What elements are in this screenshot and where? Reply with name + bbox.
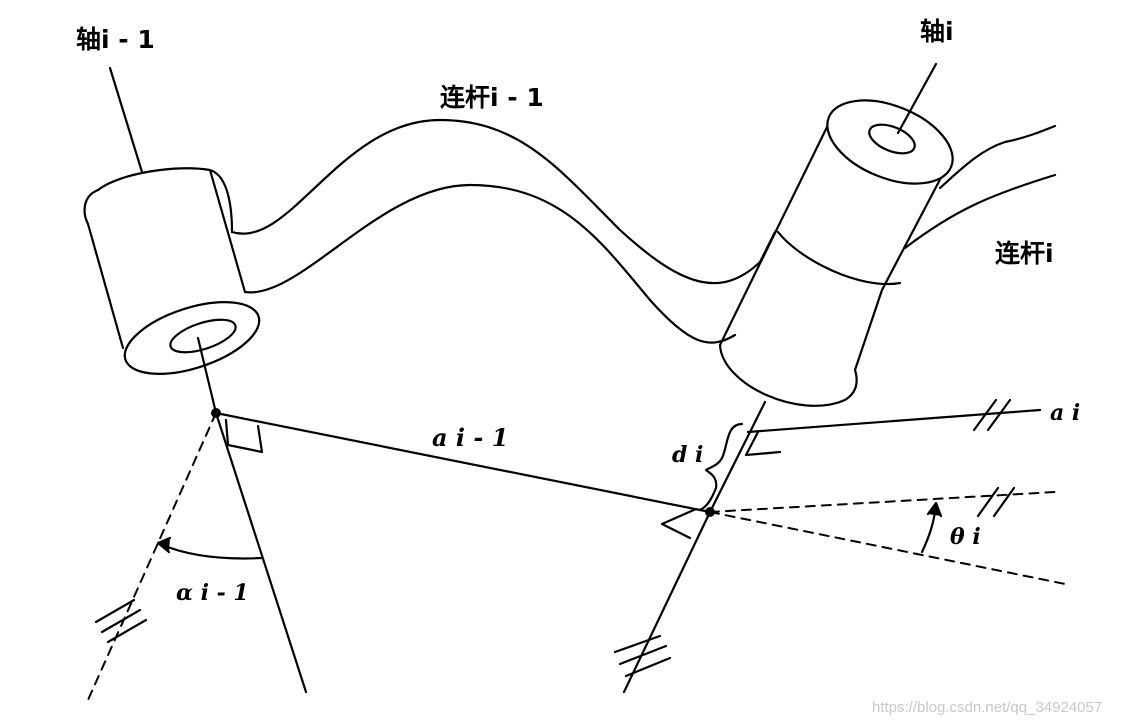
axis-prev-mid [196, 336, 218, 415]
joint-curr-bore [868, 123, 916, 155]
dashed-parallel-axis-prev [87, 412, 217, 701]
dashed-x-curr [709, 511, 1071, 586]
joint-prev-cylinder [83, 167, 247, 350]
origin-point-curr [705, 507, 715, 517]
axis-curr-upper [896, 62, 938, 135]
label-theta: θ i [950, 524, 981, 550]
dashed-x-prev-extension [709, 491, 1056, 513]
axis-curr-lower [622, 510, 712, 694]
origin-point-prev [211, 408, 221, 418]
link-curr-lower-edge [903, 173, 1057, 250]
parallel-ticks-axis-prev [94, 598, 148, 644]
joint-curr-top-face [826, 99, 954, 185]
label-link-prev: 连杆i - 1 [440, 83, 544, 112]
joint-prev-end-face [123, 301, 261, 375]
label-a-prev: a i - 1 [432, 423, 508, 452]
joint-curr-cylinder [718, 123, 947, 407]
common-normal-a-prev [214, 411, 712, 514]
link-prev-lower-edge [243, 183, 737, 344]
link-curr-upper-edge [938, 124, 1057, 190]
axis-curr-mid [708, 400, 767, 514]
link-prev-upper-edge [230, 118, 777, 285]
theta-arrowhead [926, 501, 943, 518]
parallel-ticks-dashed [976, 486, 1016, 518]
right-angle-marker-2 [744, 430, 782, 457]
axis-prev-upper [108, 66, 144, 174]
parallel-ticks-a-curr [972, 398, 1012, 432]
right-angle-marker-3 [660, 507, 698, 540]
label-axis-prev: 轴i - 1 [76, 25, 155, 54]
label-axis-curr: 轴i [920, 17, 954, 46]
common-normal-a-curr [746, 408, 1042, 434]
axis-prev-lower [214, 411, 308, 694]
alpha-arc [158, 542, 264, 560]
label-d: d i [672, 442, 703, 468]
parallel-ticks-axis-curr [613, 634, 672, 678]
joint-prev-bore [169, 318, 237, 354]
d-brace [698, 422, 744, 512]
label-a-curr: a i [1050, 400, 1080, 426]
label-alpha: α i - 1 [176, 580, 249, 606]
right-angle-marker-1 [224, 418, 264, 454]
watermark: https://blog.csdn.net/qq_34924057 [872, 699, 1102, 716]
label-link-curr: 连杆i [995, 239, 1054, 268]
alpha-arrowhead [156, 536, 172, 554]
